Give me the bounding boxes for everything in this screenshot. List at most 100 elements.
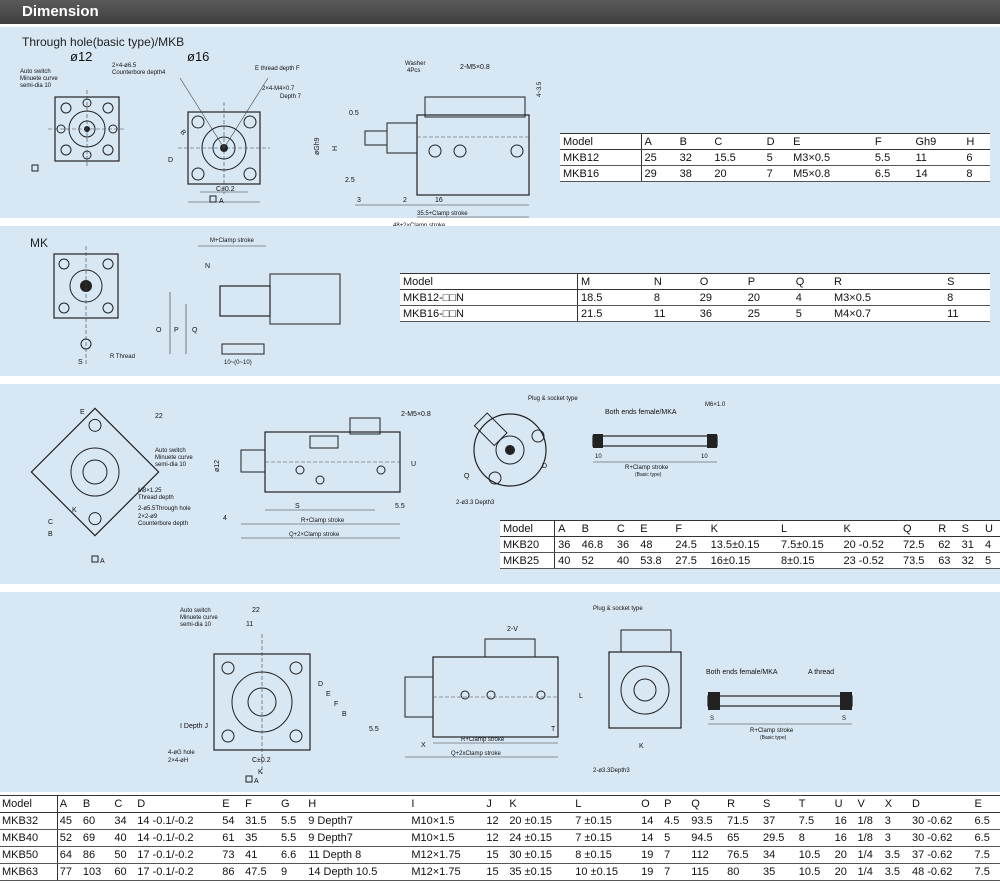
note-both-ends: Both ends female/MKA xyxy=(706,669,778,676)
dim-k: K xyxy=(72,507,77,514)
table-cell: 27.5 xyxy=(672,552,708,569)
table-header-cell: A xyxy=(641,133,677,150)
mkb20-front-drawing: E 22 Auto switch Minuete curve semi-dia … xyxy=(30,407,193,565)
table-cell: 34 xyxy=(760,846,797,864)
dim-b: B xyxy=(342,711,347,718)
note-m6: M6×1.0 xyxy=(705,402,726,408)
dim-12: ø12 xyxy=(214,460,221,472)
table-cell: 73.5 xyxy=(900,552,936,569)
table-cell: 7.5 xyxy=(972,846,1000,864)
table-header-cell: F xyxy=(871,133,913,150)
table-cell: 36 xyxy=(554,536,579,553)
table-cell: 48 -0.62 xyxy=(909,863,973,881)
table-cell: 30 -0.62 xyxy=(909,812,973,830)
table-cell: 31.5 xyxy=(243,812,279,830)
table-header-cell: C xyxy=(613,520,638,537)
table-header-cell: R xyxy=(935,520,959,537)
note-through-hole: 2-ø5.5Through hole xyxy=(138,506,191,512)
table-header-cell: T xyxy=(796,795,833,813)
dia12-label: ø12 xyxy=(70,49,93,64)
table-cell: MKB63 xyxy=(0,863,58,881)
table-header-cell: S xyxy=(944,273,990,290)
table-cell: MKB25 xyxy=(500,552,556,569)
table-header-cell: G xyxy=(279,795,307,813)
dim-10b: 10 xyxy=(701,454,708,460)
table-cell: 18.5 xyxy=(577,289,651,306)
table-header-cell: C xyxy=(711,133,764,150)
table-header-cell: K xyxy=(707,520,778,537)
table-cell: 8 ±0.15 xyxy=(573,846,640,864)
table-cell: 47.5 xyxy=(243,863,279,881)
dim-k: K xyxy=(639,743,644,750)
note-r-clamp: R+Clamp stroke xyxy=(301,518,345,524)
table-header-cell: E xyxy=(637,520,673,537)
dim-e: E xyxy=(80,409,85,416)
table-cell: 6.6 xyxy=(279,846,307,864)
note-m8: M8×1.25 xyxy=(138,488,162,494)
table-header-cell: L xyxy=(777,520,841,537)
table-header-cell: Model xyxy=(400,273,578,290)
note-i-depth: I Depth J xyxy=(180,723,208,730)
note-h-holes: 2×4-øH xyxy=(168,758,188,764)
note-v2: 2-V xyxy=(507,626,518,633)
table-cell: 17 -0.1/-0.2 xyxy=(135,846,221,864)
table-header-cell: A xyxy=(57,795,81,813)
dim-22: 22 xyxy=(155,413,163,420)
table-cell: 5.5 xyxy=(279,812,307,830)
section-label: Through hole(basic type)/MKB xyxy=(22,35,185,49)
table-cell: 14 xyxy=(639,829,663,847)
front-view-12-drawing: Auto switch Minuete curve semi-dia 10 xyxy=(20,69,126,172)
table-header-cell: H xyxy=(306,795,410,813)
table-cell: 14 Depth 10.5 xyxy=(306,863,410,881)
table-cell: 40 xyxy=(613,552,638,569)
table-cell: MKB16 xyxy=(560,165,642,182)
dim-22: 22 xyxy=(252,607,260,614)
table-cell: 30 -0.62 xyxy=(909,829,973,847)
dim-3: 3 xyxy=(357,197,361,204)
table-cell: 46.8 xyxy=(578,536,614,553)
table-cell: 94.5 xyxy=(689,829,726,847)
table-header-cell: M xyxy=(577,273,651,290)
dim-b: B xyxy=(178,129,187,137)
table-cell: MKB12-□□N xyxy=(400,289,578,306)
note-clamp-stroke-a: 35.5+Clamp stroke xyxy=(417,211,468,217)
table-header-cell: C xyxy=(112,795,136,813)
table-cell: 19 xyxy=(639,863,663,881)
table-cell: 20 xyxy=(832,846,856,864)
table-cell: 37 -0.62 xyxy=(909,846,973,864)
table-header-cell: D xyxy=(763,133,791,150)
table-cell: 32 xyxy=(676,149,712,166)
table-cell: 1/4 xyxy=(855,846,883,864)
table-header-cell: R xyxy=(831,273,945,290)
dim-d: D xyxy=(542,463,547,470)
table-cell: 34 xyxy=(112,812,136,830)
table-cell: 7 ±0.15 xyxy=(573,829,640,847)
mkb32-front-drawing: Auto switch Minuete curve semi-dia 10 22… xyxy=(168,607,347,785)
mkb20-mka-drawing: Both ends female/MKA M6×1.0 10 10 R+Clam… xyxy=(592,402,726,478)
table-header-cell: E xyxy=(790,133,872,150)
dim-h: H xyxy=(332,146,339,151)
table-cell: 7 xyxy=(763,165,791,182)
dim-a: A xyxy=(254,778,259,785)
table-cell: 52 xyxy=(57,829,81,847)
table-cell: 14 -0.1/-0.2 xyxy=(135,812,221,830)
table-cell: M10×1.5 xyxy=(409,812,485,830)
dim-2: 2 xyxy=(403,197,407,204)
table-header-cell: K xyxy=(840,520,901,537)
dim-4: 4 xyxy=(223,515,227,522)
table-cell: 86 xyxy=(80,846,113,864)
note-q-clamp: Q+2xClamp stroke xyxy=(451,751,502,757)
side-view-drawing: Washer 4Pcs 2-M5×0.8 4~3.5 0.5 2.5 øGh9 … xyxy=(314,61,543,229)
dim-b: B xyxy=(48,531,53,538)
table-cell: 14 -0.1/-0.2 xyxy=(135,829,221,847)
dim-d: D xyxy=(168,157,173,164)
front-view-16-drawing: 2×4-ø6.5 Counterbore depth4 E thread dep… xyxy=(112,63,302,205)
table-cell: 8 xyxy=(963,165,990,182)
table-cell: 36 xyxy=(696,305,745,322)
note-min-curve: Minuete curve xyxy=(180,615,218,621)
